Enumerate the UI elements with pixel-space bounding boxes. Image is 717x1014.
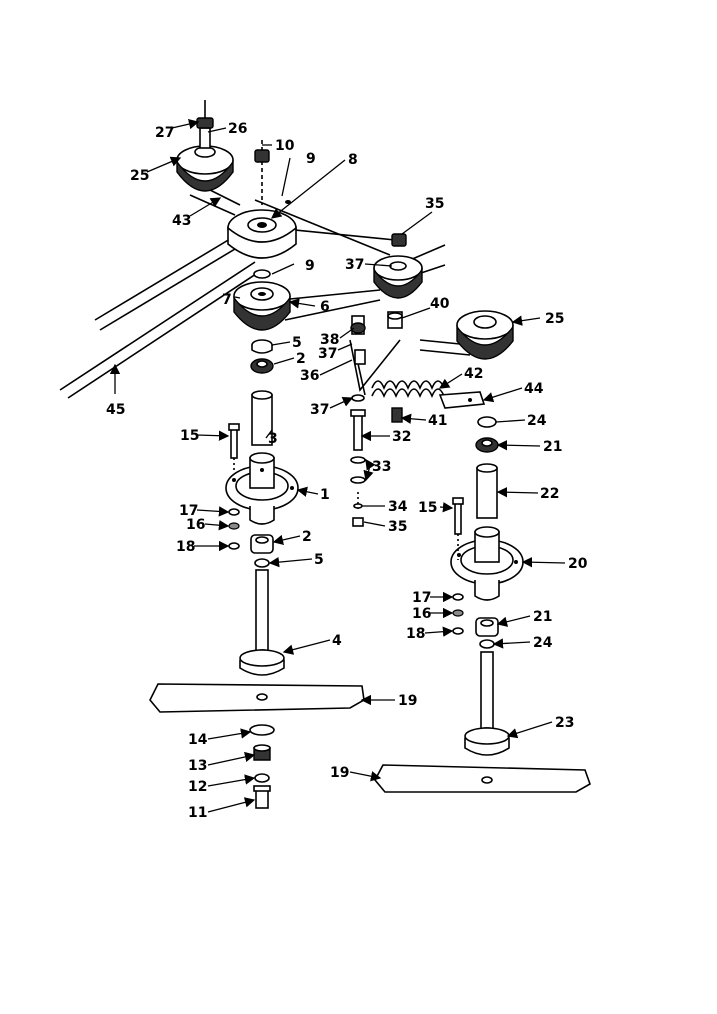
callout-25b: 25 — [545, 311, 564, 327]
callout-3: 3 — [268, 431, 278, 447]
callout-13: 13 — [188, 758, 207, 774]
right-mower-blade — [375, 765, 590, 792]
callout-15: 15 — [180, 428, 199, 444]
callout-7: 7 — [222, 292, 232, 308]
callout-32: 32 — [392, 429, 411, 445]
callout-11: 11 — [188, 805, 207, 821]
callout-10: 10 — [275, 138, 295, 154]
callout-24: 24 — [527, 413, 547, 429]
callout-45: 45 — [106, 402, 125, 418]
left-mower-blade — [150, 684, 364, 808]
center-spindle-pulley — [234, 270, 290, 330]
callout-5b: 5 — [314, 552, 324, 568]
callout-labels: 27 26 10 9 8 25 43 35 37 9 7 6 40 25 38 … — [106, 121, 588, 821]
callout-42: 42 — [464, 366, 483, 382]
callout-4: 4 — [332, 633, 342, 649]
callout-37c: 37 — [310, 402, 329, 418]
callout-5: 5 — [292, 335, 302, 351]
callout-22: 22 — [540, 486, 559, 502]
callout-34: 34 — [388, 499, 408, 515]
callout-36: 36 — [300, 368, 319, 384]
callout-2: 2 — [296, 351, 306, 367]
callout-12: 12 — [188, 779, 207, 795]
callout-24b: 24 — [533, 635, 553, 651]
right-spindle-assembly — [451, 417, 523, 755]
callout-19b: 19 — [330, 765, 349, 781]
callout-27: 27 — [155, 125, 174, 141]
callout-17b: 17 — [412, 590, 431, 606]
idler-pulley-top-left — [177, 100, 233, 191]
main-drive-pulley — [228, 140, 296, 258]
callout-25: 25 — [130, 168, 149, 184]
callout-21b: 21 — [533, 609, 552, 625]
callout-35b: 35 — [388, 519, 407, 535]
callout-16: 16 — [186, 517, 205, 533]
left-spindle-assembly — [226, 340, 298, 675]
callout-9: 9 — [306, 151, 316, 167]
callout-14: 14 — [188, 732, 208, 748]
callout-18b: 18 — [406, 626, 425, 642]
callout-20: 20 — [568, 556, 588, 572]
callout-1: 1 — [320, 487, 330, 503]
callout-9b: 9 — [305, 258, 315, 274]
callout-8: 8 — [348, 152, 358, 168]
callout-37: 37 — [345, 257, 364, 273]
callout-2b: 2 — [302, 529, 312, 545]
callout-35: 35 — [425, 196, 444, 212]
right-spindle-pulley — [457, 311, 513, 359]
idler-pulley-right — [374, 234, 422, 298]
callout-18: 18 — [176, 539, 195, 555]
callout-26: 26 — [228, 121, 247, 137]
callout-16b: 16 — [412, 606, 431, 622]
callout-40: 40 — [430, 296, 450, 312]
callout-33: 33 — [372, 459, 391, 475]
callout-43: 43 — [172, 213, 191, 229]
callout-23: 23 — [555, 715, 574, 731]
callout-37b: 37 — [318, 346, 337, 362]
callout-41: 41 — [428, 413, 447, 429]
callout-15b: 15 — [418, 500, 437, 516]
callout-44: 44 — [524, 381, 544, 397]
callout-21: 21 — [543, 439, 562, 455]
callout-19: 19 — [398, 693, 417, 709]
callout-6: 6 — [320, 299, 330, 315]
